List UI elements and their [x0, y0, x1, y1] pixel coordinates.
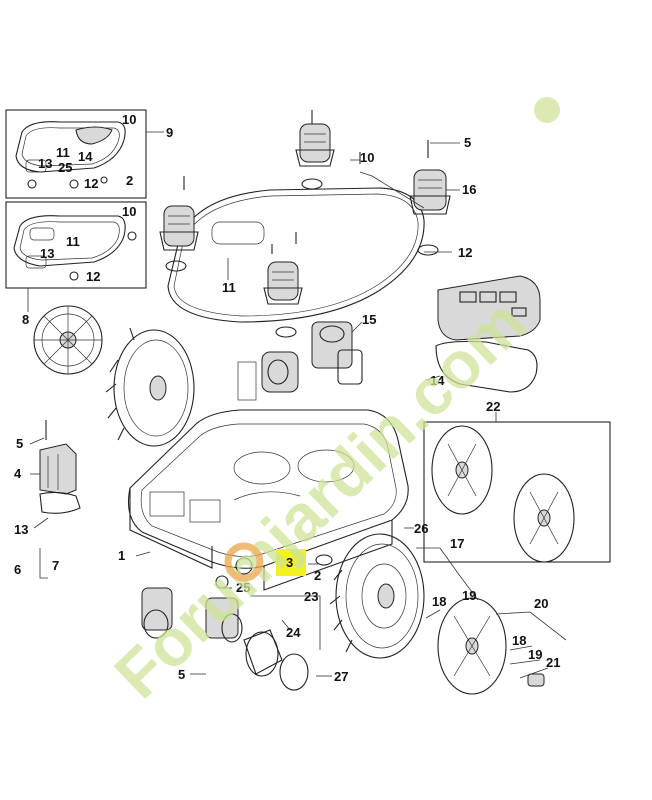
callout-12: 12 [84, 176, 98, 191]
callout-12: 12 [86, 269, 100, 284]
bracket-4 [39, 420, 81, 514]
callout-6: 6 [14, 562, 21, 577]
callout-10: 10 [360, 150, 374, 165]
callout-10: 10 [122, 112, 136, 127]
chassis [127, 409, 409, 591]
callout-5: 5 [464, 135, 471, 150]
callout-14: 14 [78, 149, 93, 164]
callout-25: 25 [58, 160, 72, 175]
callout-14: 14 [430, 373, 445, 388]
gasket-10 [167, 187, 425, 323]
callout-18: 18 [512, 633, 526, 648]
callout-16: 16 [462, 182, 476, 197]
callout-23: 23 [304, 589, 318, 604]
callout-4: 4 [14, 466, 22, 481]
callout-1: 1 [118, 548, 125, 563]
callout-8: 8 [22, 312, 29, 327]
motor-assembly [237, 321, 363, 401]
callout-5: 5 [16, 436, 23, 451]
inset-box-middle [5, 201, 147, 289]
callout-15: 15 [362, 312, 376, 327]
callout-26: 26 [414, 521, 428, 536]
callout-10: 10 [122, 204, 136, 219]
callout-13: 13 [40, 246, 54, 261]
front-wheel-parts [141, 554, 333, 691]
shock-mount-left [159, 176, 199, 272]
callout-21: 21 [546, 655, 560, 670]
drive-wheel-right [329, 533, 425, 659]
callout-5: 5 [178, 667, 185, 682]
callout-18: 18 [432, 594, 446, 609]
callout-25: 25 [236, 580, 250, 595]
callout-2: 2 [126, 173, 133, 188]
wheel-cover-20 [437, 597, 545, 695]
callout-9: 9 [166, 125, 173, 140]
callout-7: 7 [52, 558, 59, 573]
callout-3: 3 [286, 555, 293, 570]
callout-11: 11 [222, 280, 236, 295]
shock-mount-center [263, 232, 303, 338]
callout-22: 22 [486, 399, 500, 414]
callout-11: 11 [66, 234, 80, 249]
leader-lines [29, 142, 567, 679]
callout-labels: 10 9 11 14 13 25 12 2 10 11 13 12 8 10 5… [14, 112, 560, 684]
callout-19: 19 [462, 588, 476, 603]
shock-mount-top [295, 110, 335, 190]
callout-12: 12 [458, 245, 472, 260]
highlight-box [276, 549, 306, 576]
shock-mount-right [409, 140, 451, 256]
inset-box-top [5, 109, 147, 199]
callout-2: 2 [314, 568, 321, 583]
callout-17: 17 [450, 536, 464, 551]
callout-27: 27 [334, 669, 348, 684]
callout-19: 19 [528, 647, 542, 662]
callout-20: 20 [534, 596, 548, 611]
callout-24: 24 [286, 625, 301, 640]
callout-13: 13 [14, 522, 28, 537]
callout-11: 11 [56, 145, 70, 160]
drive-wheel-left [105, 327, 195, 447]
wheel-cover-22 [423, 421, 611, 563]
callout-13: 13 [38, 156, 52, 171]
wheel-hub-left [33, 305, 103, 375]
keypad-display [435, 275, 541, 393]
